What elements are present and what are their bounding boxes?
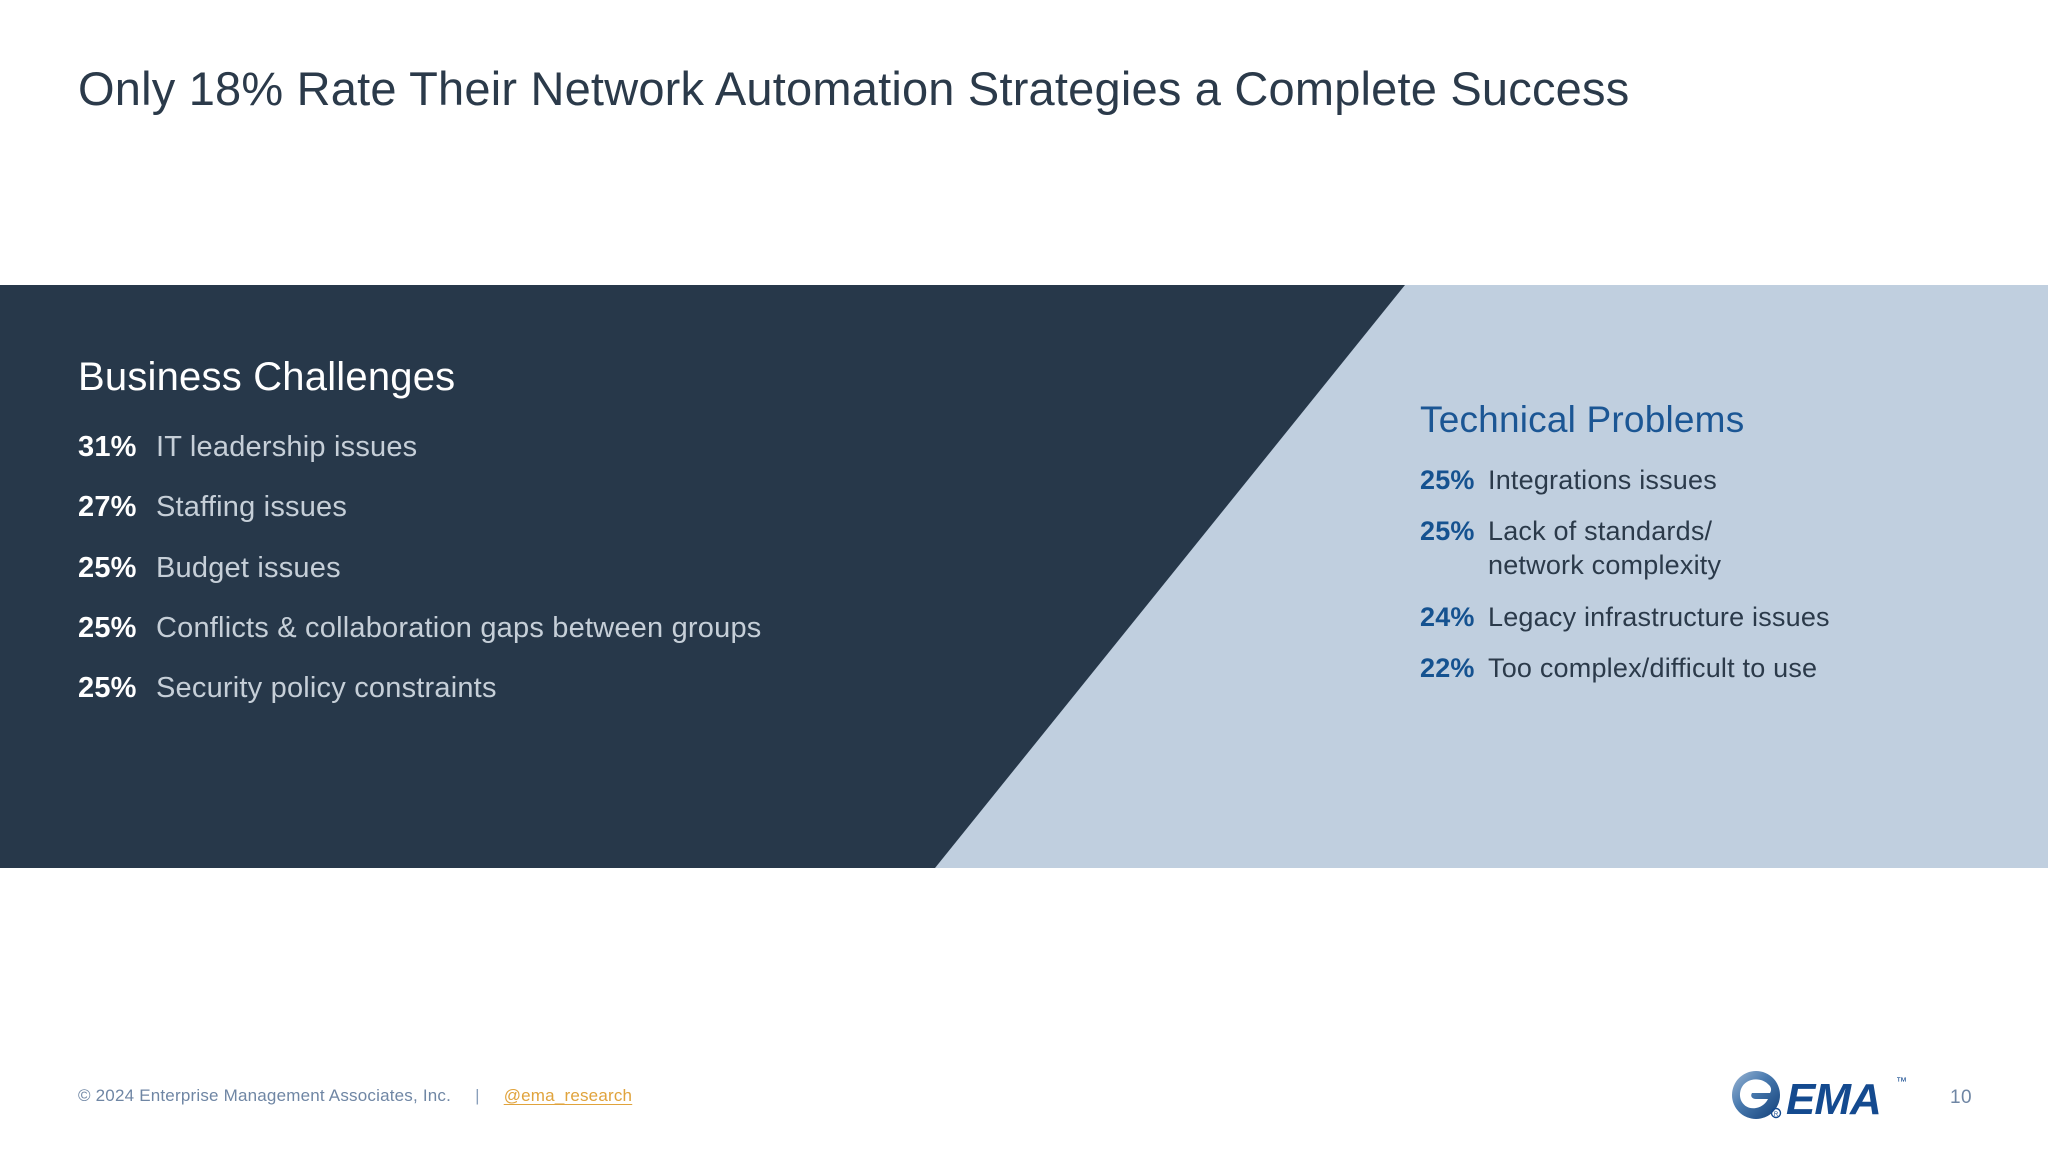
list-item: 31% IT leadership issues xyxy=(78,429,1038,465)
list-item: 24% Legacy infrastructure issues xyxy=(1420,600,2020,634)
stat-percent: 27% xyxy=(78,491,137,524)
stat-label: IT leadership issues xyxy=(156,431,418,463)
stat-percent: 25% xyxy=(78,611,137,644)
stat-label: Staffing issues xyxy=(156,491,348,524)
stat-label: Conflicts & collaboration gaps between g… xyxy=(156,611,762,644)
stat-percent: 22% xyxy=(1420,652,1475,683)
stat-percent: 24% xyxy=(1420,601,1475,632)
stat-label: Legacy infrastructure issues xyxy=(1488,601,1830,632)
trademark-symbol: ™ xyxy=(1896,1076,1907,1088)
stat-label: Integrations issues xyxy=(1488,464,1717,495)
page-title: Only 18% Rate Their Network Automation S… xyxy=(78,62,1630,115)
stat-label: Budget issues xyxy=(156,551,341,584)
stat-percent: 25% xyxy=(78,672,137,704)
registered-mark-letter: R xyxy=(1774,1112,1779,1118)
footer-separator: | xyxy=(475,1086,480,1105)
ema-wordmark: EMA xyxy=(1786,1075,1881,1124)
stat-label: Too complex/difficult to use xyxy=(1488,652,1818,683)
ema-logo: R EMA ™ xyxy=(1729,1069,1915,1125)
diagonal-band xyxy=(0,285,2048,868)
technical-problems-panel: Technical Problems 25% Integrations issu… xyxy=(1420,399,2020,685)
registered-mark-icon xyxy=(1770,1107,1782,1119)
list-item: 25% Integrations issues xyxy=(1420,463,2020,497)
list-item: 25% Lack of standards/ network complexit… xyxy=(1420,514,2020,583)
page-number: 10 xyxy=(1950,1087,1972,1108)
ema-e-glyph xyxy=(1739,1079,1772,1109)
footer: © 2024 Enterprise Management Associates,… xyxy=(78,1086,632,1106)
business-challenges-heading: Business Challenges xyxy=(78,355,456,399)
list-item: 27% Staffing issues xyxy=(78,489,1038,525)
copyright-text: © 2024 Enterprise Management Associates,… xyxy=(78,1086,452,1105)
technical-problems-heading: Technical Problems xyxy=(1420,399,1745,440)
stat-percent: 25% xyxy=(1420,515,1475,546)
list-item: 25% Budget issues xyxy=(78,550,1038,586)
stat-label: Lack of standards/ network complexity xyxy=(1488,515,1722,581)
business-challenges-panel: Business Challenges 31% IT leadership is… xyxy=(78,355,1038,706)
dark-panel-shape xyxy=(0,285,1405,868)
ema-logo-mark: R EMA ™ xyxy=(1732,1071,1907,1124)
stat-percent: 25% xyxy=(78,551,137,584)
stat-percent: 25% xyxy=(1420,464,1475,495)
stat-label: Security policy constraints xyxy=(156,672,497,704)
band-shapes xyxy=(0,285,2048,868)
ema-sphere-icon xyxy=(1732,1071,1780,1119)
list-item: 25% Security policy constraints xyxy=(78,670,1038,706)
ema-research-link[interactable]: @ema_research xyxy=(503,1086,633,1105)
list-item: 22% Too complex/difficult to use xyxy=(1420,651,2020,685)
stat-percent: 31% xyxy=(78,431,137,463)
list-item: 25% Conflicts & collaboration gaps betwe… xyxy=(78,610,1038,646)
